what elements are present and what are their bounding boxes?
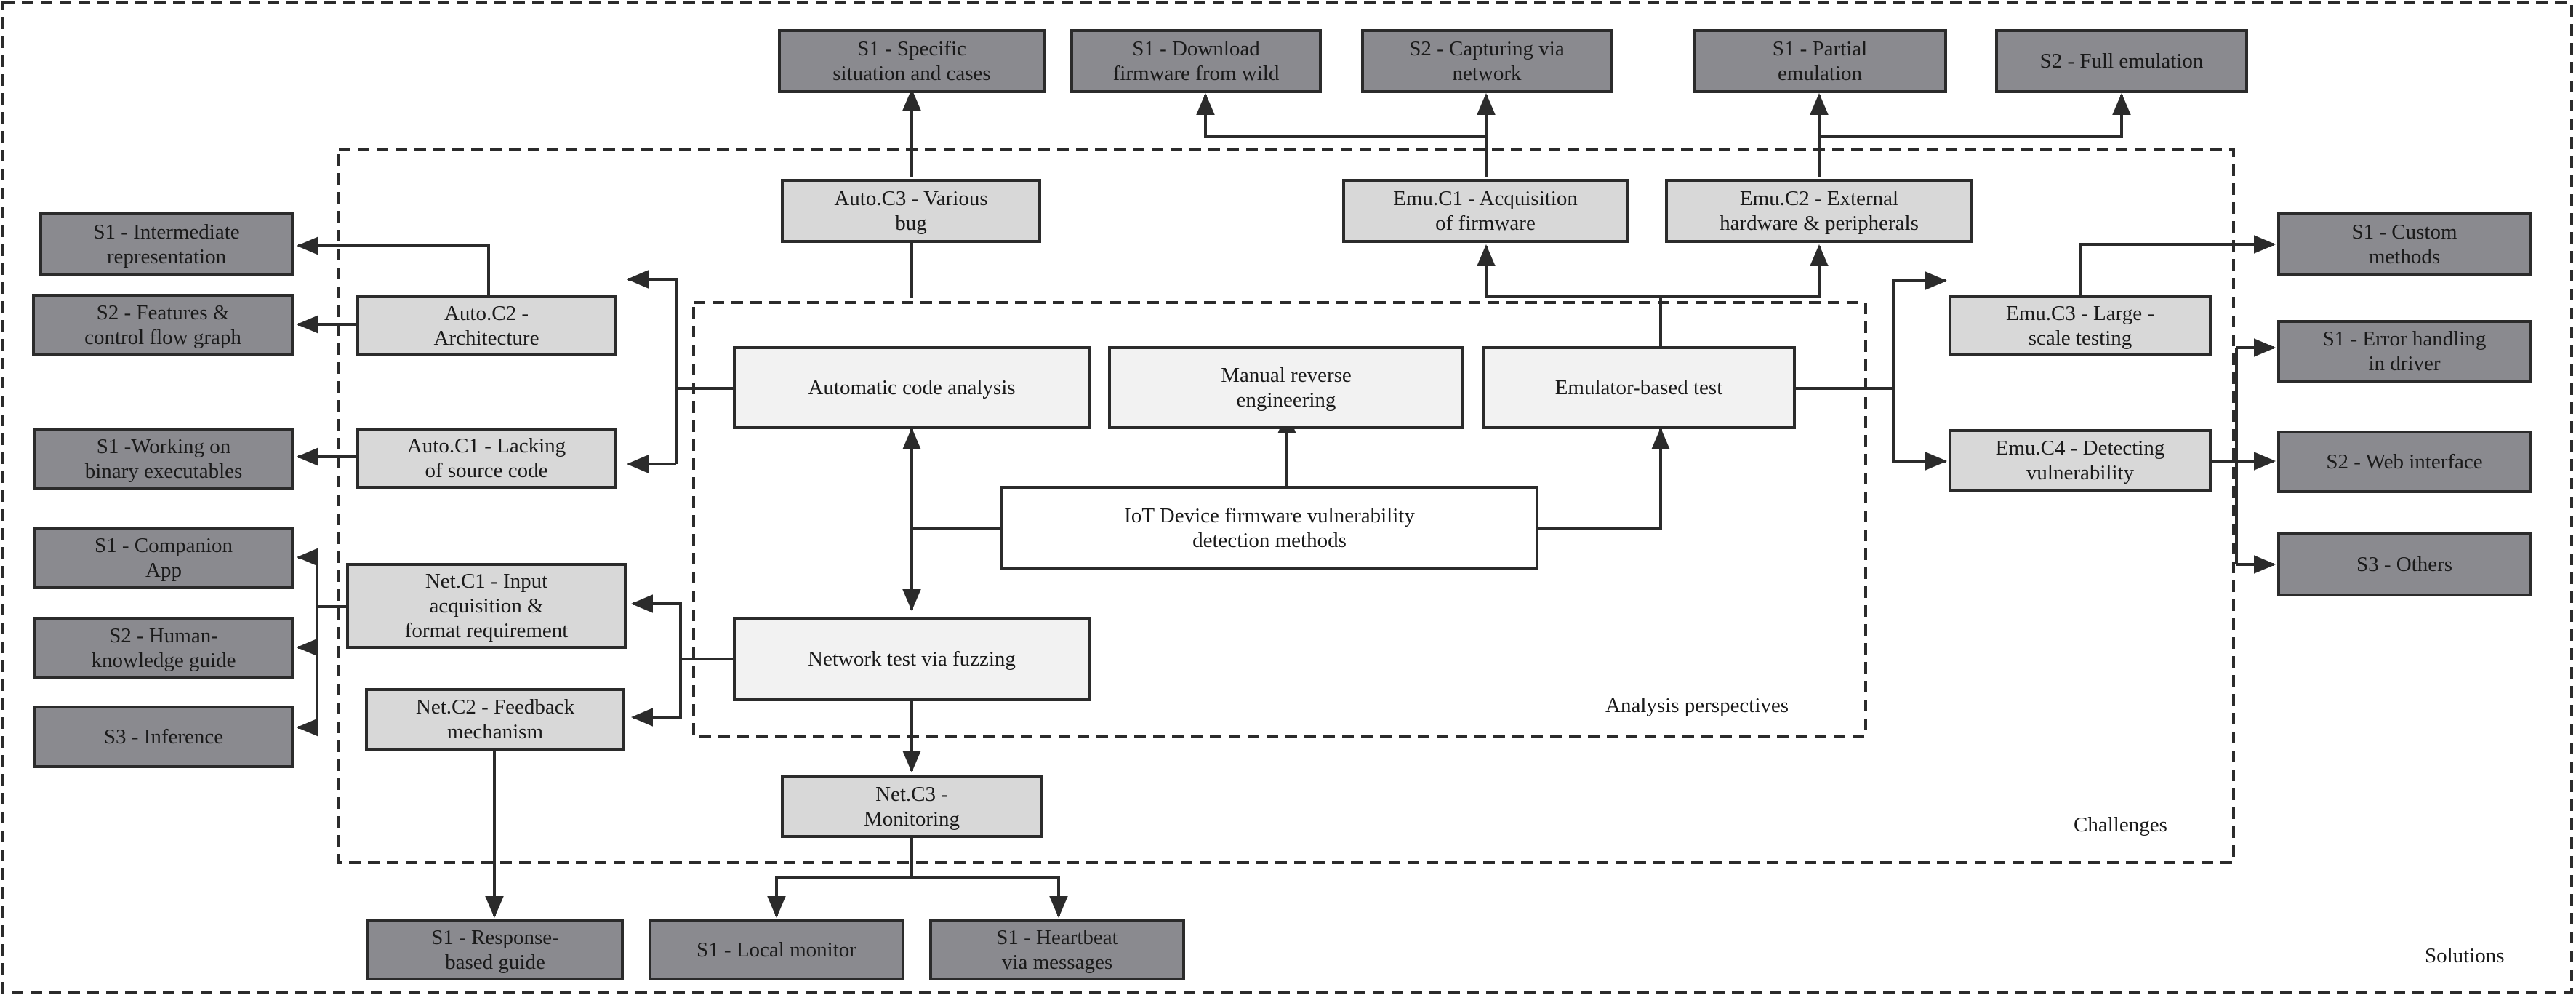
- wire-root-to-emulator: [1538, 428, 1670, 530]
- challenge-net-c3: Net.C3 - Monitoring: [781, 775, 1043, 838]
- wire-to-heartbeat: [912, 876, 1068, 918]
- challenge-emu-c4: Emu.C4 - Detecting vulnerability: [1949, 429, 2212, 492]
- solution-response-based-guide: S1 - Response- based guide: [366, 919, 624, 980]
- root-node: IoT Device firmware vulnerability detect…: [1000, 486, 1538, 570]
- solution-specific-situation: S1 - Specific situation and cases: [778, 29, 1046, 93]
- wire-auto-c2-to-intermediate: [297, 236, 490, 295]
- wire-to-local-monitor: [767, 876, 912, 918]
- challenge-emu-c3: Emu.C3 - Large - scale testing: [1949, 295, 2212, 356]
- solution-web-interface: S2 - Web interface: [2277, 431, 2532, 493]
- challenge-auto-c2: Auto.C2 - Architecture: [356, 295, 617, 356]
- solution-features-control-flow: S2 - Features & control flow graph: [32, 294, 294, 356]
- method-automatic-code-analysis: Automatic code analysis: [733, 346, 1091, 429]
- wire-bus-to-net-c2: [631, 659, 682, 727]
- wire-net-c1-bus: [316, 605, 346, 727]
- challenge-emu-c1: Emu.C1 - Acquisition of firmware: [1342, 179, 1629, 243]
- challenge-net-c2: Net.C2 - Feedback mechanism: [365, 688, 625, 751]
- solution-capturing-via-network: S2 - Capturing via network: [1361, 29, 1613, 93]
- solution-companion-app: S1 - Companion App: [33, 527, 294, 589]
- solution-human-knowledge-guide: S2 - Human- knowledge guide: [33, 617, 294, 679]
- solution-full-emulation: S2 - Full emulation: [1995, 29, 2248, 93]
- challenge-auto-c1: Auto.C1 - Lacking of source code: [356, 428, 617, 489]
- wire-emulator-to-emu-c2: [1661, 244, 1829, 298]
- wire-automatic-bus: [675, 387, 733, 464]
- solution-heartbeat-via-messages: S1 - Heartbeat via messages: [929, 919, 1185, 980]
- solution-partial-emulation: S1 - Partial emulation: [1693, 29, 1947, 93]
- method-emulator-based-test: Emulator-based test: [1482, 346, 1796, 429]
- solution-intermediate-representation: S1 - Intermediate representation: [39, 212, 294, 276]
- wire-emu-c1-up: [1196, 93, 1488, 177]
- wire-emulator-up: [1477, 244, 1662, 346]
- solution-inference: S3 - Inference: [33, 706, 294, 768]
- wire-emu-c2-to-full: [1819, 93, 2131, 138]
- challenges-region-label: Challenges: [2074, 813, 2167, 836]
- challenge-auto-c3: Auto.C3 - Various bug: [781, 179, 1041, 243]
- method-network-test-via-fuzzing: Network test via fuzzing: [733, 617, 1091, 701]
- perspectives-region-label: Analysis perspectives: [1605, 694, 1789, 717]
- solution-download-firmware: S1 - Download firmware from wild: [1070, 29, 1322, 93]
- solution-others: S3 - Others: [2277, 532, 2532, 596]
- solution-custom-methods: S1 - Custom methods: [2277, 212, 2532, 276]
- solution-local-monitor: S1 - Local monitor: [649, 919, 904, 980]
- challenge-emu-c2: Emu.C2 - External hardware & peripherals: [1665, 179, 1973, 243]
- method-manual-reverse-engineering: Manual reverse engineering: [1108, 346, 1464, 429]
- perspectives-region-border: [692, 301, 1867, 738]
- solution-error-handling-in-driver: S1 - Error handling in driver: [2277, 320, 2532, 383]
- wire-to-emu-c3: [1892, 271, 1947, 388]
- challenges-region-border: [337, 148, 2235, 864]
- wire-bus-to-auto-c2: [627, 270, 678, 388]
- challenge-net-c1: Net.C1 - Input acquisition & format requ…: [346, 563, 627, 649]
- wire-bus-to-net-c1: [631, 594, 682, 659]
- wire-to-emu-c4: [1892, 388, 1947, 471]
- wire-emu-c3-to-custom: [2079, 235, 2276, 295]
- solutions-region-label: Solutions: [2425, 944, 2505, 967]
- solution-working-on-binary: S1 -Working on binary executables: [33, 428, 294, 490]
